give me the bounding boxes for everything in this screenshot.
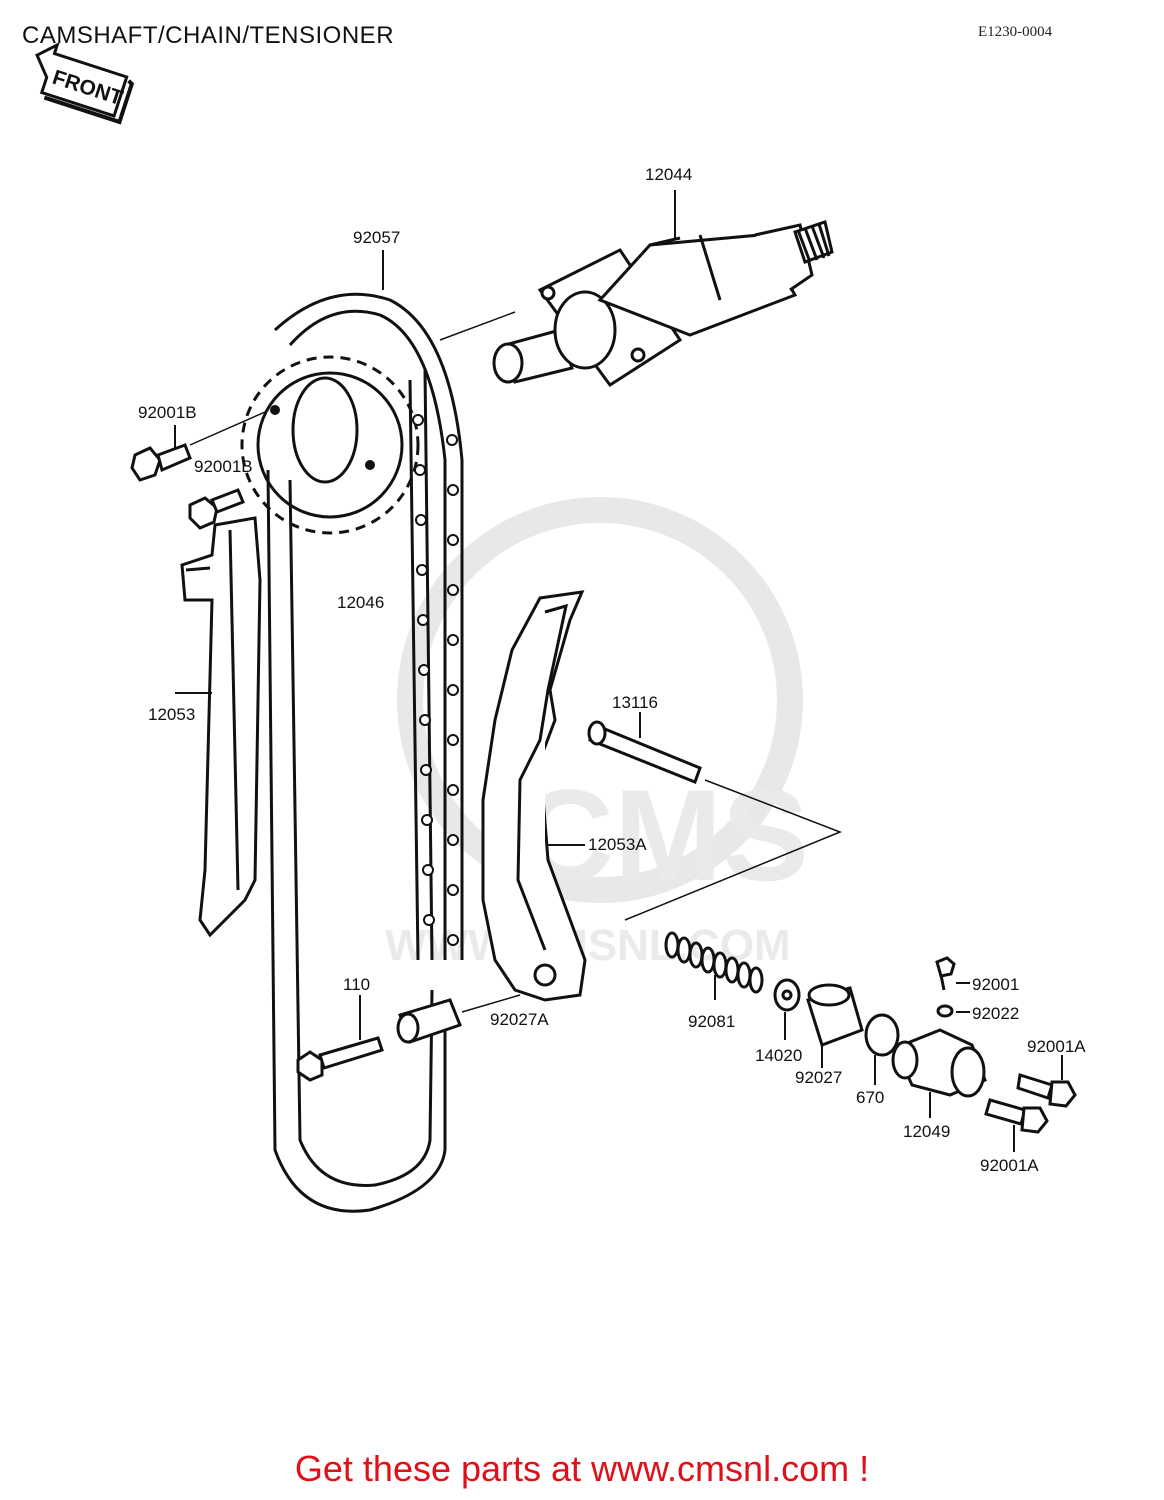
watermark-logo: CMS: [520, 762, 809, 908]
tensioner-body: [891, 1028, 987, 1098]
part-label-92001A-1: 92001A: [1027, 1037, 1086, 1056]
tensioner-pin: [587, 720, 702, 784]
part-label-12053A: 12053A: [588, 835, 647, 854]
tensioner-bolt-upper: [1016, 1073, 1077, 1108]
tensioner-top-bolt: [935, 956, 956, 1018]
part-label-110: 110: [343, 975, 370, 994]
o-ring: [864, 1013, 900, 1057]
chain-links: [412, 414, 459, 946]
tensioner-washer-14020: [773, 978, 801, 1012]
guide-bolt-110: [296, 1036, 384, 1082]
part-label-92022: 92022: [972, 1004, 1019, 1023]
chain-guide-tensioner: [481, 590, 587, 1002]
part-label-12044: 12044: [645, 165, 692, 184]
part-label-92057: 92057: [353, 228, 400, 247]
guide-bolt: [188, 488, 245, 530]
part-label-92027: 92027: [795, 1068, 842, 1087]
part-label-92001B-1: 92001B: [138, 403, 197, 422]
diagram-code: E1230-0004: [978, 24, 1053, 40]
chain-guide-left: [180, 516, 262, 938]
part-label-12053: 12053: [148, 705, 195, 724]
part-label-92081: 92081: [688, 1012, 735, 1031]
collar-92027A: [396, 998, 462, 1044]
front-arrow-badge: FRONT: [35, 41, 135, 125]
shop-link-banner[interactable]: Get these parts at www.cmsnl.com !: [294, 1448, 870, 1489]
part-label-92001: 92001: [972, 975, 1019, 994]
part-label-92001B-2: 92001B: [194, 457, 253, 476]
part-label-670: 670: [856, 1088, 884, 1107]
part-label-92027A: 92027A: [490, 1010, 549, 1029]
camshaft: [492, 220, 834, 388]
part-label-92001A-2: 92001A: [980, 1156, 1039, 1175]
tensioner-bolt-lower: [984, 1098, 1049, 1134]
tensioner-sleeve-92027: [806, 983, 864, 1047]
part-label-12049: 12049: [903, 1122, 950, 1141]
tensioner-spring: [664, 931, 764, 994]
part-label-14020: 14020: [755, 1046, 802, 1065]
cam-sprocket: [240, 355, 420, 535]
part-label-12046: 12046: [337, 593, 384, 612]
diagram-title: CAMSHAFT/CHAIN/TENSIONER: [22, 22, 395, 49]
watermark: CMS WWW.CMSNL.COM: [385, 497, 809, 970]
cam-chain: [266, 292, 464, 1213]
sprocket-bolt: [130, 443, 192, 482]
part-label-13116: 13116: [612, 693, 658, 712]
